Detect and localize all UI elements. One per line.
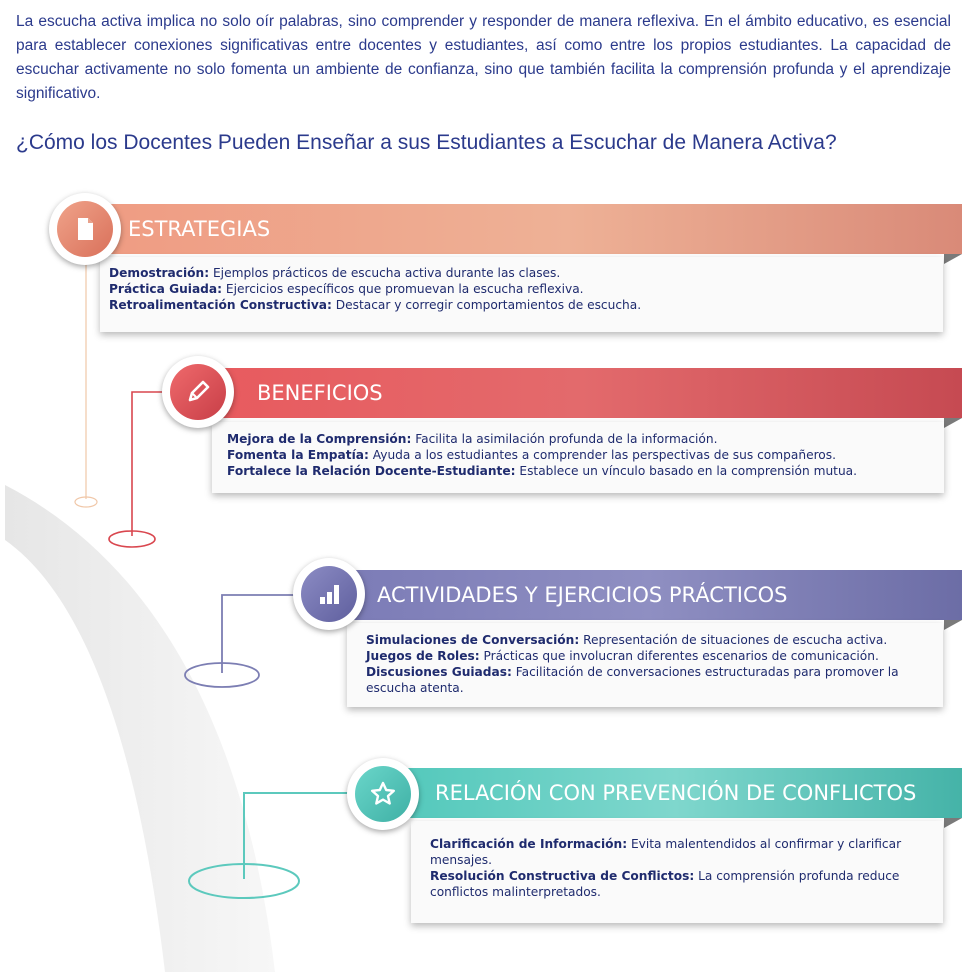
circle-beneficios bbox=[162, 356, 234, 428]
list-item: Mejora de la Comprensión: Facilita la as… bbox=[227, 432, 718, 446]
card-relacion: Clarificación de Información: Evita male… bbox=[411, 821, 943, 923]
banner-beneficios: BENEFICIOS bbox=[200, 368, 962, 428]
section-title-estrategias: ESTRATEGIAS bbox=[128, 217, 271, 241]
subtitle: ¿Cómo los Docentes Pueden Enseñar a sus … bbox=[16, 131, 837, 154]
connector-1 bbox=[74, 262, 98, 508]
card-actividades: Simulaciones de Conversación: Representa… bbox=[347, 623, 943, 707]
section-title-relacion: RELACIÓN CON PREVENCIÓN DE CONFLICTOS bbox=[435, 781, 917, 805]
section-title-beneficios: BENEFICIOS bbox=[257, 381, 383, 405]
list-item: Práctica Guiada: Ejercicios específicos … bbox=[109, 282, 584, 296]
list-item: Fortalece la Relación Docente-Estudiante… bbox=[227, 464, 858, 478]
intro-paragraph: La escucha activa implica no solo oír pa… bbox=[16, 13, 951, 102]
connector-2 bbox=[108, 391, 165, 548]
circle-estrategias bbox=[49, 193, 121, 265]
banner-actividades: ACTIVIDADES Y EJERCICIOS PRÁCTICOS bbox=[335, 570, 962, 630]
circle-relacion bbox=[347, 758, 419, 830]
star-icon bbox=[371, 781, 395, 805]
list-item: Juegos de Roles: Prácticas que involucra… bbox=[366, 649, 879, 663]
banner-estrategias: ESTRATEGIAS bbox=[85, 204, 962, 264]
bar-chart-icon bbox=[320, 585, 339, 604]
banner-relacion: RELACIÓN CON PREVENCIÓN DE CONFLICTOS bbox=[390, 768, 962, 828]
list-item: Simulaciones de Conversación: Representa… bbox=[366, 633, 888, 647]
list-item: Discusiones Guiadas: Facilitación de con… bbox=[366, 665, 899, 695]
list-item: Retroalimentación Constructiva: Destacar… bbox=[109, 298, 642, 312]
list-item: Clarificación de Información: Evita male… bbox=[430, 837, 902, 867]
list-item: Demostración: Ejemplos prácticos de escu… bbox=[109, 266, 561, 280]
list-item: Resolución Constructiva de Conflictos: L… bbox=[430, 869, 900, 899]
connector-3 bbox=[184, 594, 298, 688]
circle-actividades bbox=[293, 558, 365, 630]
document-icon bbox=[78, 218, 93, 240]
card-beneficios: Mejora de la Comprensión: Facilita la as… bbox=[212, 422, 944, 493]
section-title-actividades: ACTIVIDADES Y EJERCICIOS PRÁCTICOS bbox=[377, 583, 788, 607]
card-estrategias: Demostración: Ejemplos prácticos de escu… bbox=[100, 257, 943, 332]
pencil-icon bbox=[188, 380, 210, 402]
list-item: Fomenta la Empatía: Ayuda a los estudian… bbox=[227, 448, 836, 462]
connector-4 bbox=[188, 792, 350, 899]
